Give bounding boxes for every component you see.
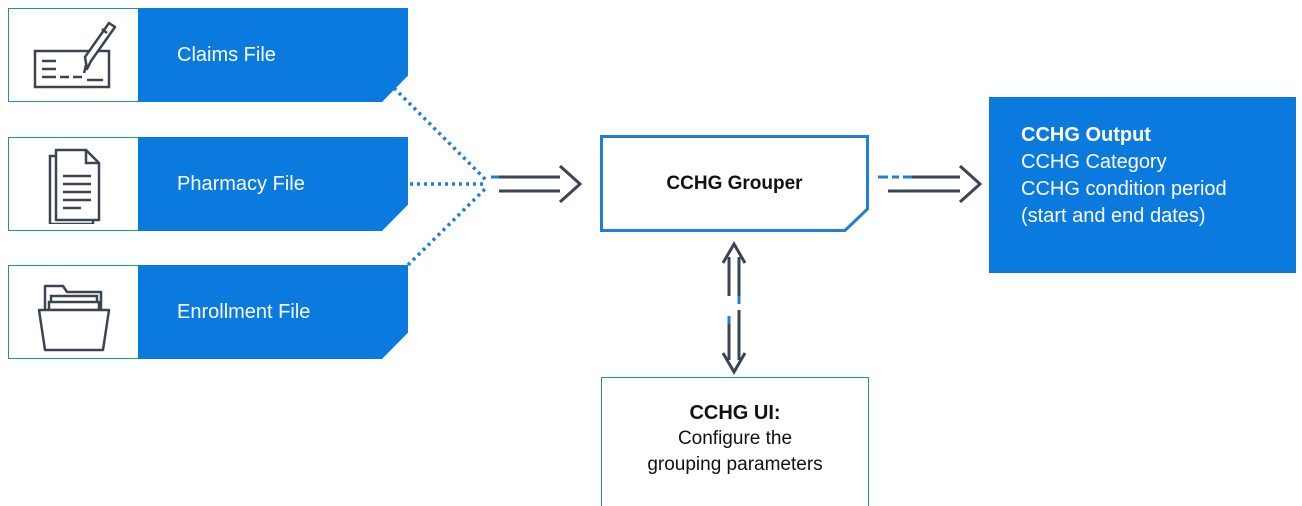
grouper-label: CCHG Grouper <box>666 173 803 194</box>
cchg-grouper-box: CCHG Grouper <box>600 135 869 232</box>
pharmacy-icon-box <box>8 137 138 231</box>
ui-box-line-parameters: grouping parameters <box>647 454 823 475</box>
output-line-category: CCHG Category <box>1021 151 1167 173</box>
cchg-ui-box: CCHG UI: Configure the grouping paramete… <box>601 377 869 506</box>
output-line-condition-period: CCHG condition period <box>1021 178 1227 200</box>
input-card-claims: Claims File <box>8 8 408 102</box>
cchg-output-box: CCHG Output CCHG Category CCHG condition… <box>989 97 1296 273</box>
pharmacy-file-label: Pharmacy File <box>177 173 305 195</box>
document-icon <box>48 148 101 224</box>
input-card-enrollment: Enrollment File <box>8 265 408 359</box>
input-card-pharmacy: Pharmacy File <box>8 137 408 231</box>
grouper-to-output-arrow <box>878 164 983 204</box>
check-pen-icon <box>33 21 117 89</box>
enrollment-file-label: Enrollment File <box>177 301 311 323</box>
claims-icon-box <box>8 8 138 102</box>
folder-icon <box>37 284 111 352</box>
claims-connector <box>392 86 489 183</box>
pharmacy-label-panel: Pharmacy File <box>138 137 408 231</box>
enrollment-connector <box>406 185 489 267</box>
grouper-outline <box>600 135 869 232</box>
ui-box-title: CCHG UI: <box>689 402 781 424</box>
input-to-grouper-arrow <box>491 164 583 204</box>
output-line-dates: (start and end dates) <box>1021 205 1206 227</box>
claims-file-label: Claims File <box>177 44 276 66</box>
grouper-ui-bidirectional-arrow <box>721 241 747 375</box>
enrollment-icon-box <box>8 265 138 359</box>
output-title: CCHG Output <box>1021 124 1151 146</box>
ui-box-line-configure: Configure the <box>677 428 793 449</box>
enrollment-label-panel: Enrollment File <box>138 265 408 359</box>
claims-label-panel: Claims File <box>138 8 408 102</box>
